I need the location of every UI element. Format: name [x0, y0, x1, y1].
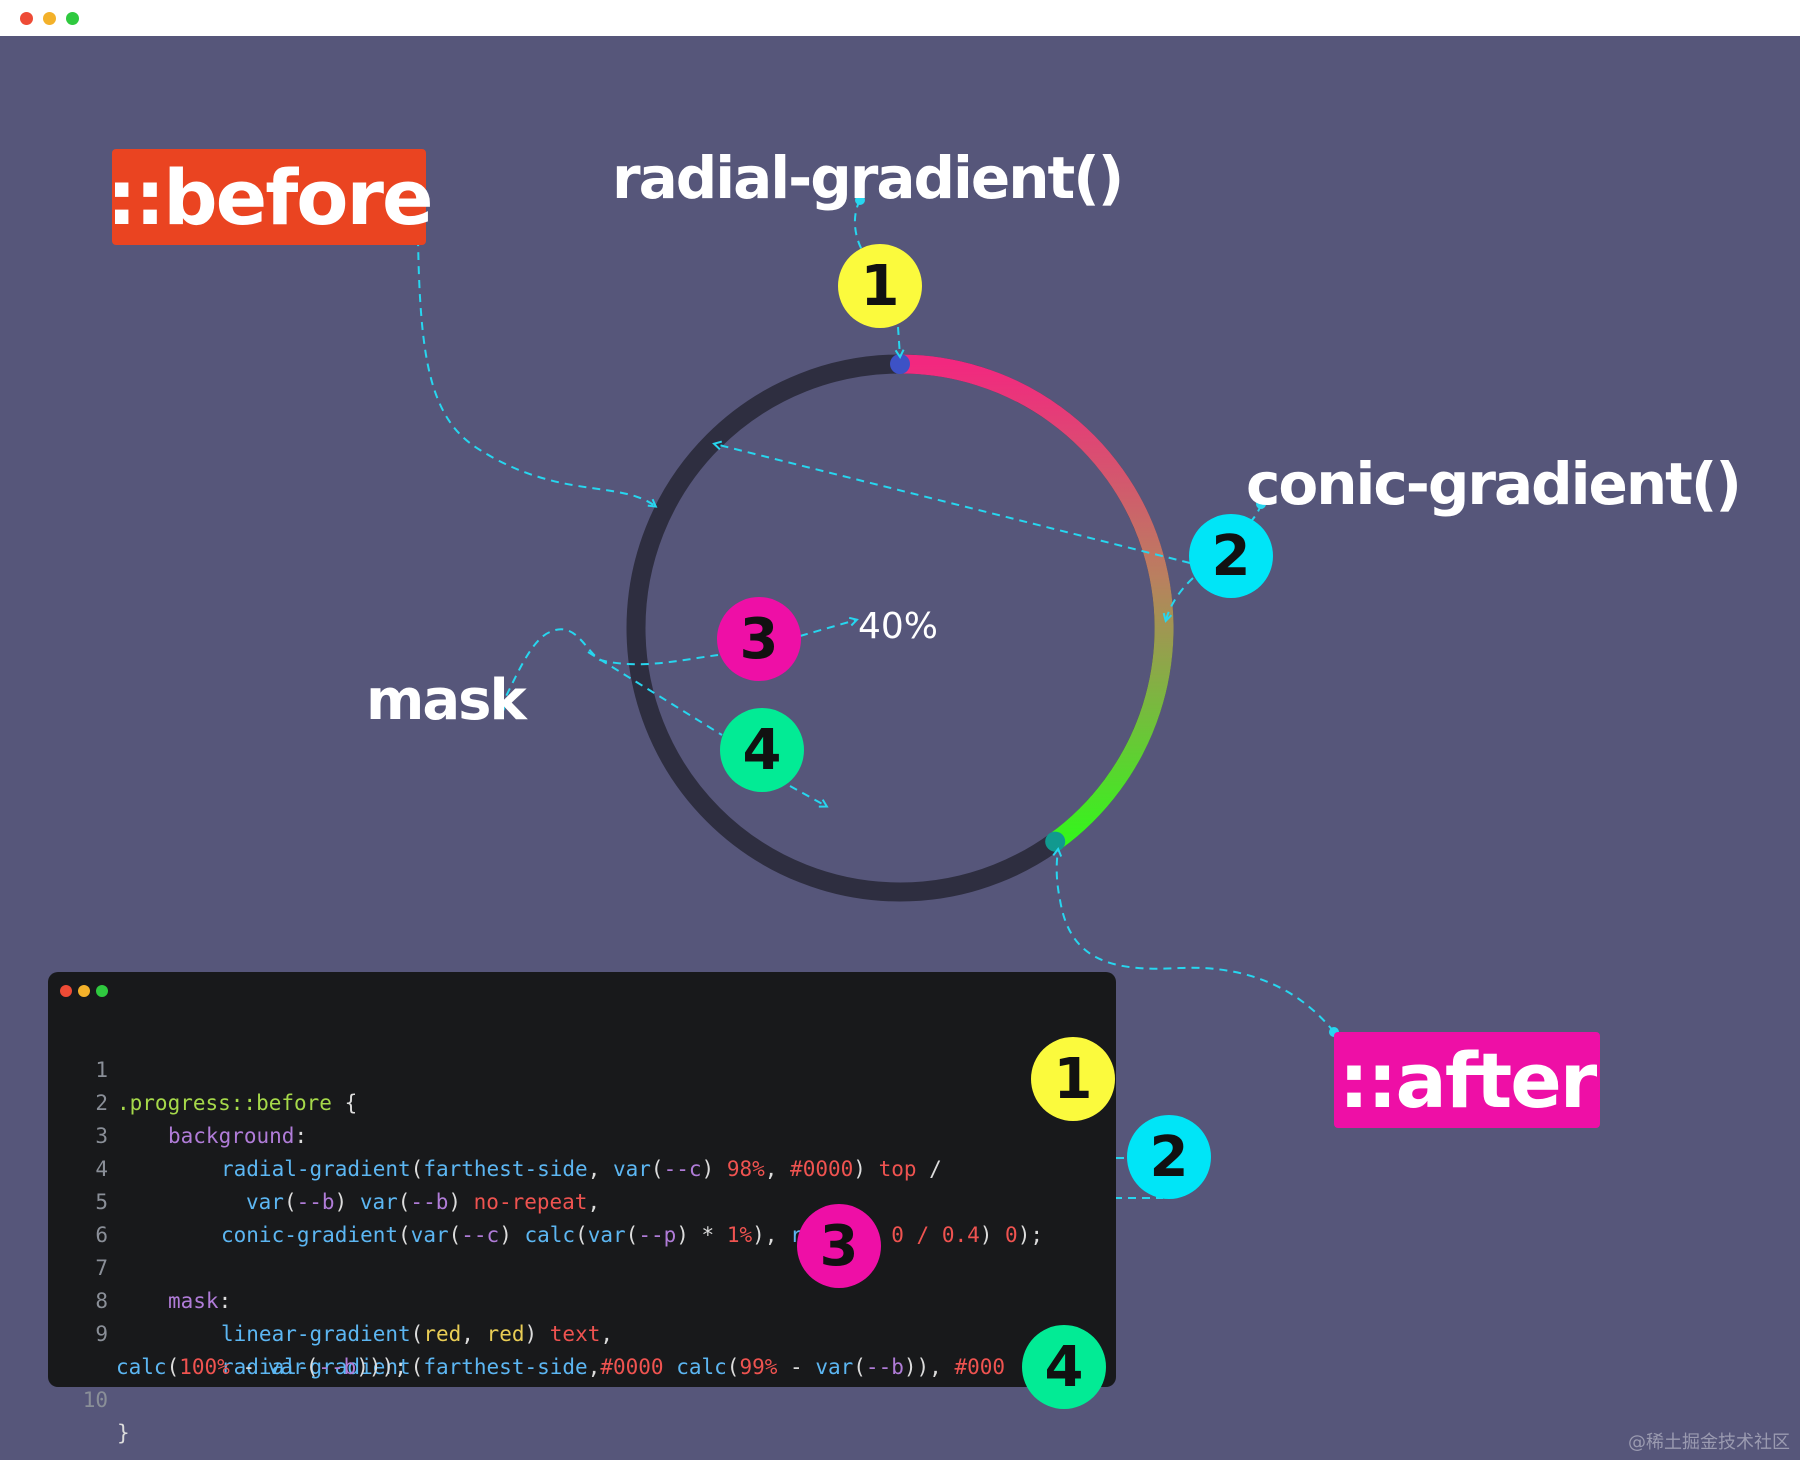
after-connector: [1057, 850, 1335, 1033]
badge-1: 1: [838, 244, 922, 328]
code-badge-4: 4: [1022, 1325, 1106, 1409]
code-line-8: 8 linear-gradient(red, red) text,: [95, 1289, 614, 1346]
code-line-9-wrap: calc(100% - var(--b)));: [116, 1355, 407, 1379]
mask-connector: [499, 628, 719, 709]
code-minimize-dot: [78, 985, 90, 997]
arc-end-dot: [1045, 831, 1066, 852]
before-connector: [417, 237, 655, 506]
window-titlebar: [0, 0, 1800, 36]
code-line-7: 7 mask:: [95, 1256, 232, 1313]
code-badge-3: 3: [797, 1204, 881, 1288]
badge1-connector: [898, 326, 900, 356]
badge2-line-b: [1166, 577, 1194, 620]
after-tag-text: ::after: [1338, 1035, 1597, 1125]
minimize-button[interactable]: [43, 12, 56, 25]
arc-start-dot: [890, 354, 910, 374]
progress-arc: [899, 354, 1174, 850]
after-tag: ::after: [1334, 1032, 1600, 1128]
mask-to-badge4: [587, 651, 723, 736]
badge2-line-a: [715, 444, 1191, 564]
code-line-6: 6: [95, 1223, 108, 1247]
code-close-dot: [60, 985, 72, 997]
close-button[interactable]: [20, 12, 33, 25]
mask-label: mask: [366, 668, 527, 733]
code-line-3: 3 radial-gradient(farthest-side, var(--c…: [95, 1124, 942, 1181]
radial-gradient-label: radial-gradient(): [612, 144, 1124, 212]
code-line-1: 1 .progress::before {: [95, 1058, 358, 1115]
code-line-5: 5 conic-gradient(var(--c) calc(var(--p) …: [95, 1190, 1043, 1247]
code-badge-2: 2: [1127, 1115, 1211, 1199]
code-line-2: 2 background:: [95, 1091, 308, 1148]
badge3-connector: [799, 620, 856, 637]
before-tag: ::before: [106, 149, 434, 245]
progress-percent-text: 40%: [858, 606, 939, 647]
before-tag-text: ::before: [106, 152, 433, 242]
watermark: @稀土掘金技术社区: [1628, 1432, 1790, 1453]
code-badge-1: 1: [1031, 1037, 1115, 1121]
maximize-button[interactable]: [66, 12, 79, 25]
badge-4: 4: [720, 708, 804, 792]
code-maximize-dot: [96, 985, 108, 997]
code-line-4: 4 var(--b) var(--b) no-repeat,: [95, 1157, 601, 1214]
code-line-9: 9 radial-gradient(farthest-side,#0000 ca…: [95, 1322, 1006, 1379]
conic-gradient-label: conic-gradient(): [1246, 450, 1742, 518]
badge-2: 2: [1189, 514, 1273, 598]
badge4-connector: [789, 785, 826, 806]
code-line-10: 10 }: [82, 1388, 130, 1445]
code-editor: 1 .progress::before { 2 background: 3 ra…: [48, 972, 1116, 1445]
badge-3: 3: [717, 597, 801, 681]
